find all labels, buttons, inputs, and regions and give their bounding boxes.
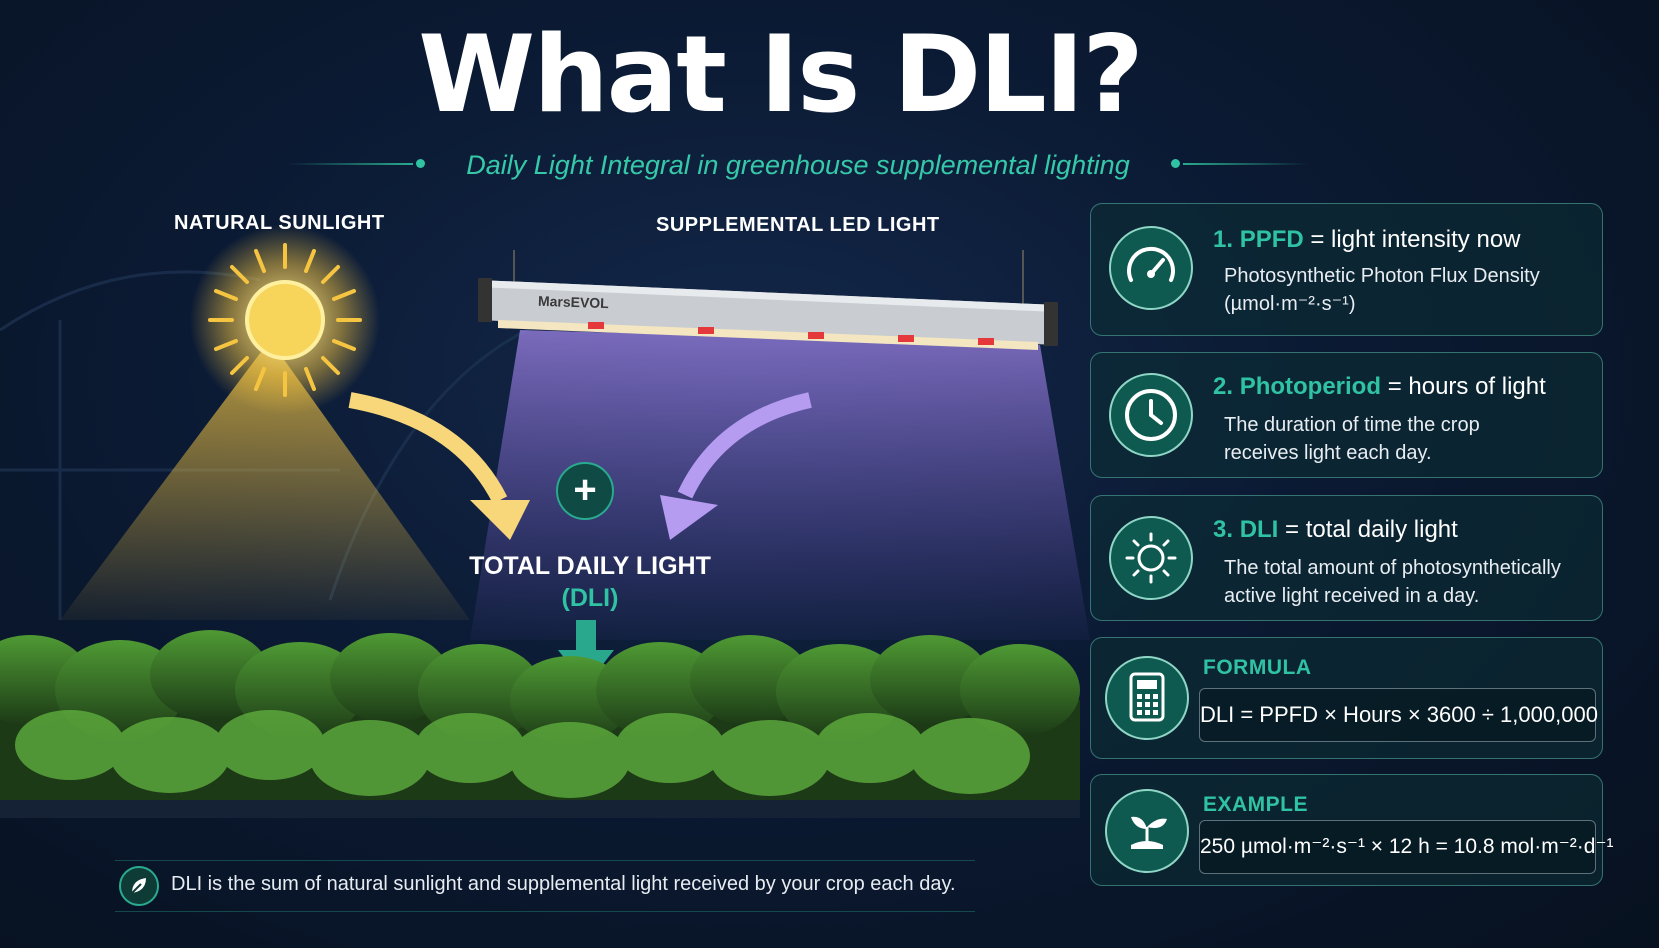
dli-label: (DLI) [561,584,619,612]
card-photoperiod-number: 2. [1213,373,1234,400]
led-light-beam [470,330,1090,640]
card-formula: FORMULA DLI = PPFD × Hours × 3600 ÷ 1,00… [1090,637,1603,759]
card-dli-desc-line2: active light received in a day. [1224,585,1480,607]
clock-icon [1109,373,1193,457]
total-daily-light-label: TOTAL DAILY LIGHT [469,552,711,580]
formula-text: DLI = PPFD × Hours × 3600 ÷ 1,000,000 [1199,688,1598,742]
card-photoperiod-desc-line1: The duration of time the crop [1224,414,1480,436]
led-grow-light-fixture [478,250,1058,375]
example-text: 250 µmol·m⁻²·s⁻¹ × 12 h = 10.8 mol·m⁻²·d… [1199,820,1614,874]
card-dli-term: DLI [1239,516,1279,543]
sunlight-beam [60,340,470,620]
sun-outline-icon [1109,516,1193,600]
card-ppfd: 1. PPFD = light intensity now Photosynth… [1090,203,1603,336]
led-brand-label: MarsEVOL [537,292,610,312]
bottom-note: DLI is the sum of natural sunlight and s… [115,860,975,912]
card-dli-desc-line1: The total amount of photosynthetically [1224,557,1561,579]
card-photoperiod-title: 2. Photoperiod = hours of light [1213,373,1546,401]
card-dli: 3. DLI = total daily light The total amo… [1090,495,1603,621]
sunlight-arrowhead [470,500,530,540]
card-ppfd-description: Photosynthetic Photon Flux Density (µmol… [1224,262,1540,318]
page-subtitle: Daily Light Integral in greenhouse suppl… [466,150,1130,180]
card-dli-meaning: = total daily light [1285,516,1458,543]
card-ppfd-number: 1. [1213,226,1234,253]
subtitle-dot-right [1171,159,1180,168]
card-dli-number: 3. [1213,516,1234,543]
leaf-icon [119,866,159,906]
plus-icon: + [556,462,614,520]
card-ppfd-desc-line2: (µmol·m⁻²·s⁻¹) [1224,293,1356,315]
formula-heading: FORMULA [1203,656,1312,679]
natural-sunlight-label: NATURAL SUNLIGHT [174,212,385,234]
card-photoperiod-term: Photoperiod [1239,373,1382,400]
led-arrow [677,392,812,499]
card-ppfd-term: PPFD [1239,226,1304,253]
page-title: What Is DLI? [418,13,1143,136]
dli-arrow-shaft [576,620,596,650]
card-ppfd-title: 1. PPFD = light intensity now [1213,226,1521,254]
card-photoperiod-desc-line2: receives light each day. [1224,442,1432,464]
card-ppfd-meaning: = light intensity now [1310,226,1521,253]
supplemental-led-label: SUPPLEMENTAL LED LIGHT [656,214,940,236]
sun-icon [170,215,400,445]
subtitle-row: Daily Light Integral in greenhouse suppl… [288,146,1308,182]
calculator-icon [1105,656,1189,740]
card-photoperiod: 2. Photoperiod = hours of light The dura… [1090,352,1603,478]
card-photoperiod-description: The duration of time the crop receives l… [1224,411,1480,467]
subtitle-dot-left [416,159,425,168]
card-dli-title: 3. DLI = total daily light [1213,516,1458,544]
bottom-note-text: DLI is the sum of natural sunlight and s… [171,873,956,895]
example-heading: EXAMPLE [1203,793,1309,816]
subtitle-divider-left [288,163,413,165]
plant-canopy [0,630,1080,818]
seedling-icon [1105,789,1189,873]
sunlight-arrow [348,392,508,504]
card-example: EXAMPLE 250 µmol·m⁻²·s⁻¹ × 12 h = 10.8 m… [1090,774,1614,886]
gauge-icon [1109,226,1193,310]
card-ppfd-desc-line1: Photosynthetic Photon Flux Density [1224,265,1540,287]
card-photoperiod-meaning: = hours of light [1387,373,1546,400]
subtitle-divider-right [1183,163,1308,165]
led-arrowhead [660,495,718,540]
card-dli-description: The total amount of photosynthetically a… [1224,554,1561,610]
